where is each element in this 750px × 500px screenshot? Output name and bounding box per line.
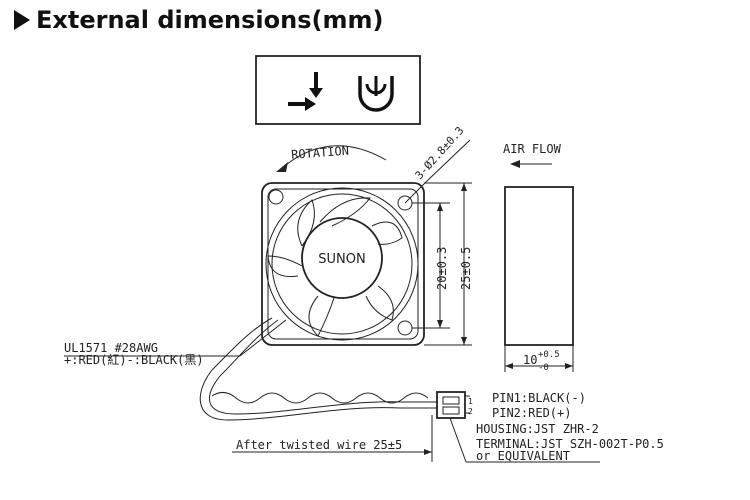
rotation-indicator: ROTATION bbox=[276, 144, 387, 172]
mount-hole-bottom-right bbox=[397, 320, 413, 336]
dimension-lines: 20±0.3 25±0.5 bbox=[412, 182, 473, 346]
wire-spec-line1: UL1571 #28AWG bbox=[64, 341, 158, 355]
equivalent-label: or EQUIVALENT bbox=[476, 449, 570, 463]
terminal-label: TERMINAL:JST SZH-002T-P0.5 bbox=[476, 437, 664, 451]
rotation-label: ROTATION bbox=[291, 144, 350, 162]
pin-number-2: 2 bbox=[468, 407, 473, 416]
wire-length-dimension: After twisted wire 25±5 bbox=[232, 415, 433, 462]
airflow-direction-icon bbox=[358, 76, 394, 112]
fan-side-view: 10 +0.5 -0 bbox=[504, 186, 574, 373]
pin-number-1: 1 bbox=[468, 397, 473, 406]
hole-label: 3-Ø2.8±0.3 bbox=[413, 124, 467, 182]
fan-hub bbox=[301, 217, 383, 299]
symbol-box bbox=[255, 55, 421, 125]
thickness-tolerance-minus: -0 bbox=[538, 363, 549, 373]
airflow-indicator: AIR FLOW bbox=[503, 142, 562, 168]
thickness-tolerance-plus: +0.5 bbox=[538, 350, 560, 360]
outer-dimension-label: 25±0.5 bbox=[459, 247, 473, 290]
triangle-bullet-icon bbox=[14, 10, 30, 30]
fan-front-view: SUNON bbox=[261, 182, 425, 346]
connector: 1 2 bbox=[436, 391, 600, 463]
twisted-wire bbox=[199, 317, 438, 421]
wire-spec: UL1571 #28AWG +:RED(紅)-:BLACK(黑) bbox=[64, 319, 287, 367]
wire-spec-line2: +:RED(紅)-:BLACK(黑) bbox=[64, 353, 204, 367]
connector-spec: PIN1:BLACK(-) PIN2:RED(+) HOUSING:JST ZH… bbox=[476, 391, 664, 463]
rotation-direction-icon bbox=[288, 72, 323, 111]
wire-length-label: After twisted wire 25±5 bbox=[236, 438, 402, 452]
page-title: External dimensions(mm) bbox=[14, 6, 383, 34]
fan-brand-label: SUNON bbox=[318, 252, 365, 267]
inner-dimension-label: 20±0.3 bbox=[435, 247, 449, 290]
thickness-dimension-label: 10 bbox=[523, 353, 537, 367]
page-title-text: External dimensions(mm) bbox=[36, 6, 384, 34]
pin1-label: PIN1:BLACK(-) bbox=[492, 391, 586, 405]
pin2-label: PIN2:RED(+) bbox=[492, 406, 571, 420]
airflow-label: AIR FLOW bbox=[503, 142, 562, 156]
housing-label: HOUSING:JST ZHR-2 bbox=[476, 422, 599, 436]
mount-hole-top-left bbox=[268, 189, 284, 205]
